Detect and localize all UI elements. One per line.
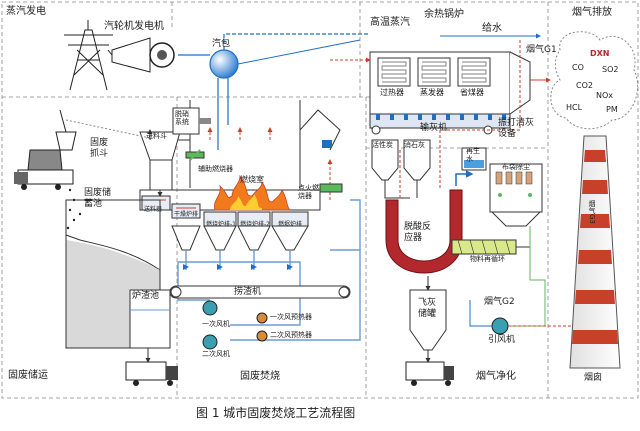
flue-gas-g2-line — [399, 40, 581, 329]
label-feed-hopper: 进料斗 — [146, 132, 167, 140]
section-flue-gas-emission: 烟气排放 — [572, 7, 612, 18]
label-slag-pool: 炉渣池 — [132, 291, 160, 301]
section-steam-power: 蒸汽发电 — [6, 6, 46, 17]
label-primary-fan: 一次风机 — [202, 320, 230, 328]
waste-heat-boiler — [369, 51, 551, 135]
pollutant-nox: NOx — [596, 91, 614, 100]
label-storage-pit: 固废储 蓄池 — [84, 188, 112, 209]
feed-hopper-icon — [139, 131, 181, 191]
aux-burner-icon — [185, 149, 205, 161]
flames-icon — [214, 174, 291, 211]
pollutant-hcl: HCL — [566, 103, 583, 112]
chimney-icon — [550, 31, 639, 369]
section-flue-gas-cleaning: 烟气净化 — [476, 371, 516, 382]
reagent-silos — [371, 139, 431, 199]
label-flue-gas-g3: 烟气G3 — [588, 200, 596, 224]
pollutant-so2: SO2 — [602, 65, 619, 74]
flue-gas-arrows — [207, 57, 371, 200]
label-flue-gas-g1: 烟气G1 — [526, 45, 557, 55]
label-slag-conveyor: 捞渣机 — [234, 287, 262, 297]
label-rapping-cleaning: 振打清灰 设备 — [498, 118, 535, 139]
label-waste-heat-boiler: 余热锅炉 — [424, 9, 464, 20]
label-activated-carbon: 活性炭 — [372, 141, 393, 149]
turbine-generator-icon — [107, 37, 175, 73]
label-superheater: 过热器 — [380, 88, 404, 97]
label-hp-steam: 高温蒸汽 — [370, 17, 410, 28]
label-combustion-chamber: 燃烧室 — [240, 175, 264, 184]
label-secondary-fan: 二次风机 — [202, 350, 230, 358]
label-feeder-grate: 送料器 — [144, 206, 163, 213]
label-feed-water: 给水 — [482, 23, 502, 34]
dump-truck-icon — [14, 149, 74, 190]
label-ash-conveyor: 输灰机 — [420, 123, 448, 133]
combustion-grates — [139, 189, 321, 251]
label-economizer: 省煤器 — [460, 88, 484, 97]
denitration-box — [172, 107, 211, 135]
fans — [202, 300, 509, 350]
label-flue-gas-g2: 烟气G2 — [484, 297, 515, 307]
label-burn-grate-2: 燃烧炉排-2 — [240, 221, 270, 228]
label-steam-drum: 汽包 — [212, 39, 231, 49]
grab-bucket-icon — [55, 109, 151, 151]
raw-water-box — [461, 147, 487, 171]
label-fly-ash-tank: 飞灰 储罐 — [418, 298, 437, 319]
flow-arrows-misc — [147, 129, 163, 197]
transmission-tower-icon — [64, 20, 113, 91]
pollutant-pm: PM — [606, 105, 618, 114]
bag-filter — [489, 163, 543, 227]
label-burnout-grate: 燃烬炉排 — [278, 221, 303, 228]
label-burn-grate-1: 燃烧炉排-1 — [206, 221, 236, 228]
label-deacid-reactor: 脱酸反 应器 — [404, 222, 432, 243]
label-evaporator: 蒸发器 — [420, 88, 444, 97]
pollutant-dxn: DXN — [590, 49, 610, 58]
steam-lines — [178, 33, 541, 150]
material-recycle — [451, 226, 531, 255]
label-limestone: 消石灰 — [404, 141, 425, 149]
section-solid-waste-transport: 固废储运 — [8, 370, 48, 381]
label-secondary-air-preheater: 二次风预热器 — [270, 331, 312, 339]
section-solid-waste-incineration: 固废焚烧 — [240, 371, 280, 382]
pollutant-co2: CO2 — [576, 81, 593, 90]
figure-caption: 图 1 城市固废焚烧工艺流程图 — [196, 406, 356, 420]
label-material-recycle: 物料再循环 — [470, 255, 505, 263]
label-raw-water: 再生 水 — [466, 147, 480, 163]
label-primary-air-preheater: 一次风预热器 — [270, 313, 312, 321]
slag-conveyor — [169, 285, 351, 299]
label-ignition-burner: 点火燃 烧器 — [298, 184, 319, 201]
label-grab-bucket: 固废 抓斗 — [90, 138, 109, 159]
label-chimney: 烟囱 — [584, 373, 603, 383]
label-dry-grate: 干燥炉排 — [174, 211, 199, 218]
pollutant-co: CO — [572, 63, 584, 72]
label-induced-fan: 引风机 — [488, 335, 516, 345]
fly-ash-tank — [409, 276, 447, 363]
ash-truck-icon — [405, 361, 454, 386]
steam-drum-icon — [209, 49, 239, 79]
ignition-burner-icon — [319, 140, 343, 193]
label-bag-filter: 布袋除尘 — [502, 163, 530, 171]
slag-pool — [129, 289, 171, 349]
slag-truck-icon — [125, 348, 178, 386]
label-turbine-generator: 汽轮机发电机 — [104, 21, 164, 32]
air-valves — [183, 264, 293, 270]
label-aux-burner: 辅助燃烧器 — [198, 165, 233, 173]
label-denitration: 脱硝 系统 — [175, 110, 189, 127]
